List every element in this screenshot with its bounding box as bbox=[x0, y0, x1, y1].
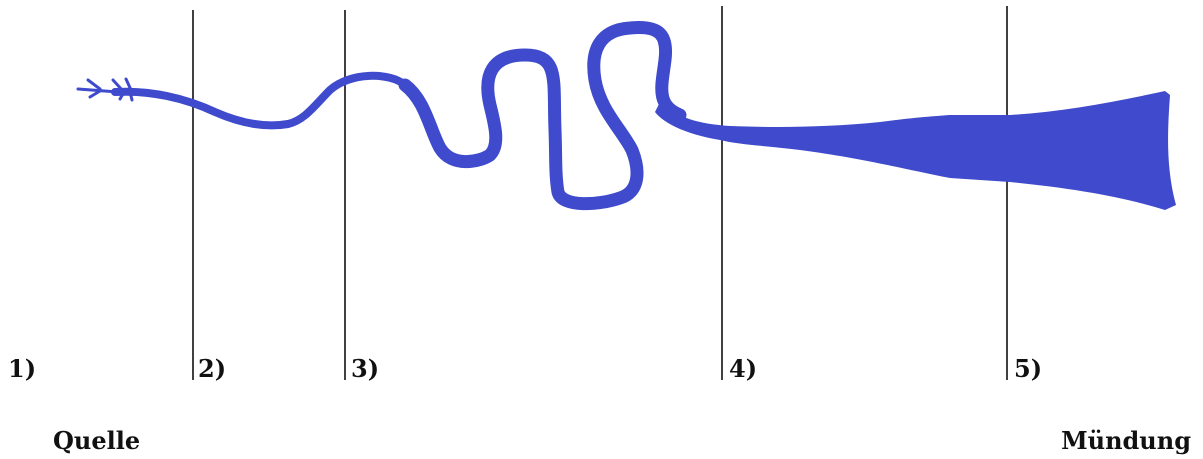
river-upper-course bbox=[111, 71, 409, 130]
river-lower-course bbox=[655, 91, 1176, 210]
section-label-1: 1) bbox=[8, 354, 37, 383]
source-label: Quelle bbox=[53, 426, 141, 455]
river bbox=[76, 20, 1176, 211]
section-label-4: 4) bbox=[729, 354, 758, 383]
river-middle-course-meanders bbox=[398, 20, 687, 211]
mouth-label: Mündung bbox=[1061, 426, 1191, 455]
section-label-2: 2) bbox=[198, 354, 227, 383]
section-label-3: 3) bbox=[351, 354, 380, 383]
section-label-5: 5) bbox=[1014, 354, 1043, 383]
